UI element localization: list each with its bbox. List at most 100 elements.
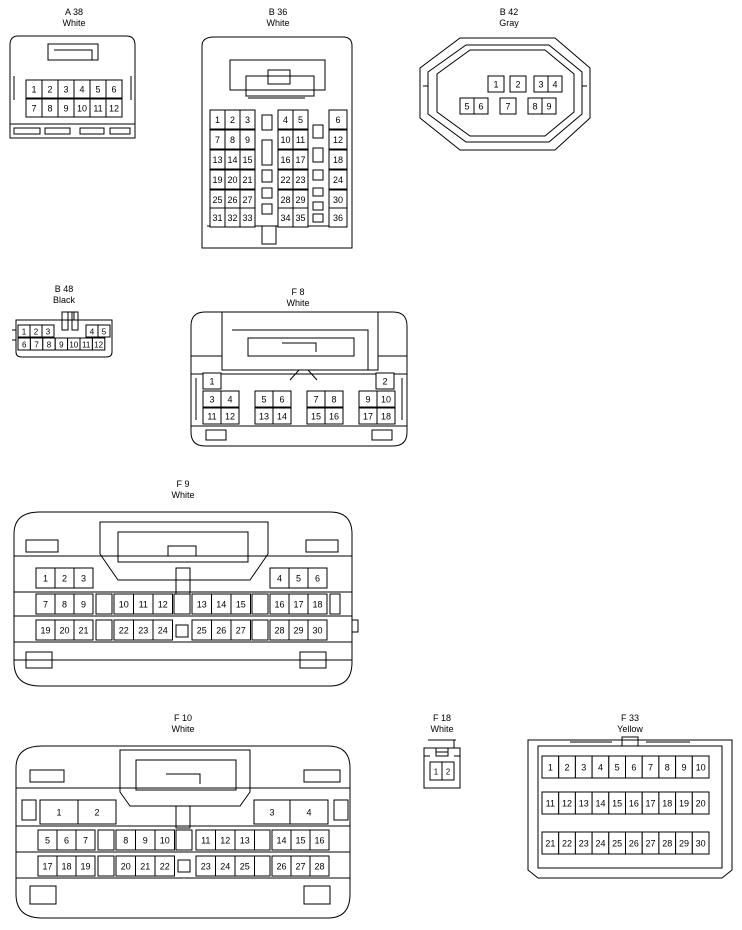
blank-cavity — [329, 593, 341, 615]
pin-number: 8 — [532, 102, 537, 112]
connector-label-f10: F 10 White — [113, 713, 253, 735]
pin-b48-5: 5 — [97, 324, 111, 338]
pin-f8-12: 12 — [220, 407, 240, 425]
pin-number: 24 — [333, 175, 343, 185]
pin-cell — [541, 97, 557, 115]
pin-number: 2 — [230, 115, 235, 125]
pin-number: 4 — [277, 574, 282, 584]
connector-color: Gray — [499, 18, 519, 28]
pin-f33-8: 8 — [658, 755, 677, 779]
pin-number: 25 — [197, 626, 207, 636]
connector-code: B 36 — [268, 7, 288, 17]
pin-b36-21: 21 — [239, 169, 256, 190]
pin-number: 1 — [215, 115, 220, 125]
pin-number: 27 — [236, 626, 246, 636]
pin-f9-14: 14 — [211, 593, 232, 615]
pin-a38-8: 8 — [41, 98, 59, 118]
pin-f33-26: 26 — [625, 831, 643, 855]
pin-number: 28 — [314, 862, 324, 872]
pin-f8-13: 13 — [254, 407, 274, 425]
pin-cell — [441, 761, 455, 781]
pin-f10-24: 24 — [215, 855, 236, 877]
pin-b36-32: 32 — [224, 207, 241, 228]
pin-number: 3 — [81, 574, 86, 584]
pin-cell — [309, 829, 330, 851]
pin-number: 12 — [562, 799, 572, 809]
pin-number: 2 — [446, 768, 451, 777]
pin-b36-35: 35 — [292, 207, 309, 228]
pin-b42-7: 7 — [499, 97, 517, 115]
pin-b36-12: 12 — [328, 129, 348, 150]
pin-cell — [324, 407, 344, 425]
pin-number: 13 — [197, 600, 207, 610]
pin-b42-3: 3 — [533, 75, 549, 93]
pin-f9-18: 18 — [307, 593, 328, 615]
pin-a38-3: 3 — [57, 79, 75, 99]
pin-number: 7 — [648, 763, 653, 773]
pin-f33-18: 18 — [658, 791, 677, 815]
pin-cell — [376, 390, 396, 408]
pin-f9-19: 19 — [35, 619, 56, 641]
pin-number: 4 — [598, 763, 603, 773]
pin-f10-2: 2 — [77, 799, 117, 825]
pin-number: 17 — [363, 412, 373, 422]
pin-f10-4: 4 — [289, 799, 329, 825]
pin-cell — [75, 829, 96, 851]
pin-number: 12 — [94, 341, 103, 350]
pin-number: 6 — [64, 836, 69, 846]
pin-number: 2 — [94, 808, 99, 818]
pin-a38-7: 7 — [25, 98, 43, 118]
pin-number: 6 — [478, 102, 483, 112]
pin-f8-7: 7 — [306, 390, 326, 408]
connector-color: White — [171, 490, 195, 500]
pin-f8-15: 15 — [306, 407, 326, 425]
pin-number: 4 — [283, 115, 288, 125]
pin-number: 28 — [274, 626, 284, 636]
connector-b36 — [201, 36, 353, 249]
connector-color: White — [430, 724, 454, 734]
pin-f10-17: 17 — [37, 855, 58, 877]
pin-f10-20: 20 — [115, 855, 136, 877]
pin-number: 10 — [119, 600, 129, 610]
pin-f8-4: 4 — [220, 390, 240, 408]
pin-number: 6 — [279, 395, 284, 405]
connector-f8 — [190, 311, 408, 447]
pin-f9-5: 5 — [288, 567, 309, 589]
pin-number: 20 — [121, 862, 131, 872]
pin-number: 7 — [43, 600, 48, 610]
connector-color: Yellow — [617, 724, 643, 734]
pin-f10-22: 22 — [154, 855, 175, 877]
pin-f33-19: 19 — [675, 791, 693, 815]
pin-number: 2 — [515, 80, 520, 90]
pin-cell — [105, 98, 123, 118]
pin-number: 16 — [274, 600, 284, 610]
connector-label-f9: F 9 White — [113, 479, 253, 501]
pin-number: 34 — [280, 213, 290, 223]
pin-f33-1: 1 — [541, 755, 560, 779]
pin-f10-5: 5 — [37, 829, 58, 851]
pin-number: 13 — [212, 155, 222, 165]
pin-cell — [154, 855, 175, 877]
pin-number: 24 — [220, 862, 230, 872]
pin-number: 36 — [333, 213, 343, 223]
connector-b48 — [12, 311, 113, 358]
pin-a38-12: 12 — [105, 98, 123, 118]
pin-cell — [272, 390, 292, 408]
pin-b48-2: 2 — [29, 324, 43, 338]
pin-number: 10 — [696, 763, 706, 773]
pin-f9-23: 23 — [133, 619, 154, 641]
connector-label-a38: A 38 White — [4, 7, 144, 29]
pin-cell — [39, 799, 79, 825]
pin-f33-6: 6 — [625, 755, 643, 779]
pin-number: 4 — [306, 808, 311, 818]
pin-number: 27 — [242, 195, 252, 205]
pin-b48-3: 3 — [41, 324, 55, 338]
pin-number: 24 — [595, 839, 605, 849]
pin-f33-3: 3 — [574, 755, 593, 779]
connector-label-b48: B 48 Black — [0, 284, 134, 306]
pin-number: 19 — [679, 799, 689, 809]
pin-number: 25 — [212, 195, 222, 205]
pin-number: 1 — [22, 328, 27, 337]
